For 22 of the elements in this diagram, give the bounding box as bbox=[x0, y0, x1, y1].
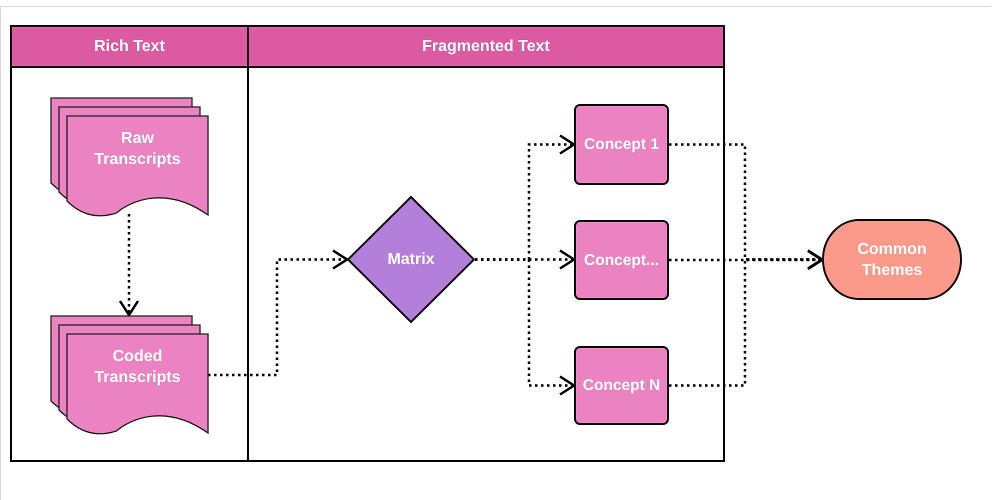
dotted-arrow bbox=[118, 214, 140, 316]
multi-document-shape bbox=[50, 97, 209, 217]
multi-document-shape bbox=[50, 315, 209, 435]
node-label: Concept 1 bbox=[584, 135, 659, 155]
process-box bbox=[574, 220, 669, 300]
lane-header: Fragmented Text bbox=[249, 27, 723, 68]
swimlane bbox=[247, 25, 725, 462]
node-label: Concept N bbox=[582, 376, 660, 396]
dotted-arrow bbox=[669, 250, 824, 270]
node-label: Common Themes bbox=[856, 240, 928, 280]
lane-header: Rich Text bbox=[12, 27, 247, 68]
process-box bbox=[574, 346, 669, 425]
node-label: Concept... bbox=[584, 250, 659, 270]
dotted-arrow bbox=[208, 249, 348, 376]
node-label: Raw Transcripts bbox=[93, 129, 182, 170]
node-label: Coded Transcripts bbox=[93, 347, 182, 388]
dotted-arrow bbox=[475, 258, 576, 396]
decision-diamond bbox=[347, 196, 475, 323]
process-box bbox=[574, 104, 669, 185]
node-label: Matrix bbox=[387, 250, 435, 270]
swimlane bbox=[10, 25, 249, 462]
dotted-arrow bbox=[669, 249, 824, 387]
